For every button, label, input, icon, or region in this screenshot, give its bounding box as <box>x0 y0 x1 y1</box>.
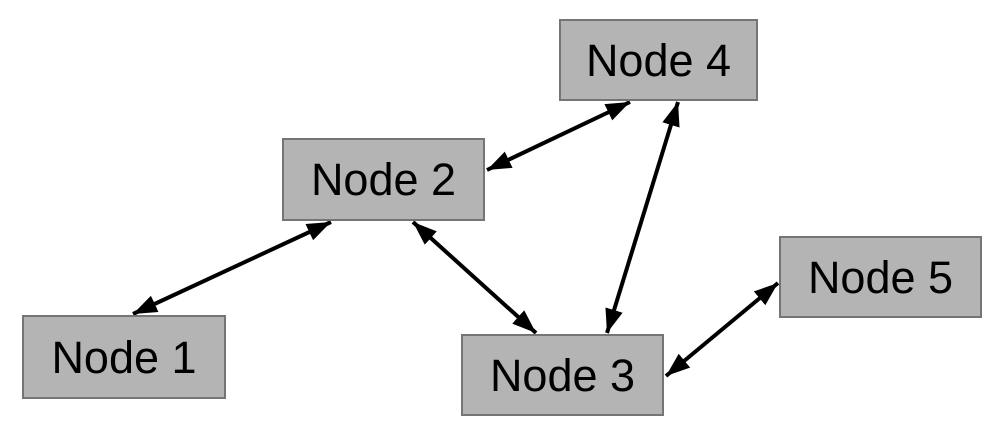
node-1-label: Node 1 <box>51 331 197 383</box>
node-4: Node 4 <box>559 19 758 101</box>
node-4-label: Node 4 <box>585 34 732 86</box>
edge-node-3-node-4 <box>605 101 680 334</box>
node-5: Node 5 <box>779 236 982 318</box>
edges-group <box>132 100 780 378</box>
node-1: Node 1 <box>22 315 226 399</box>
node-2: Node 2 <box>282 138 485 221</box>
node-2-label: Node 2 <box>310 154 457 205</box>
node-5-label: Node 5 <box>807 251 954 303</box>
edge-node-3-node-5 <box>664 281 780 378</box>
node-3: Node 3 <box>461 334 664 416</box>
edge-node-2-node-3 <box>411 220 538 335</box>
node-3-label: Node 3 <box>489 349 636 401</box>
edge-node-1-node-2 <box>132 220 332 316</box>
edge-node-2-node-4 <box>486 100 631 172</box>
